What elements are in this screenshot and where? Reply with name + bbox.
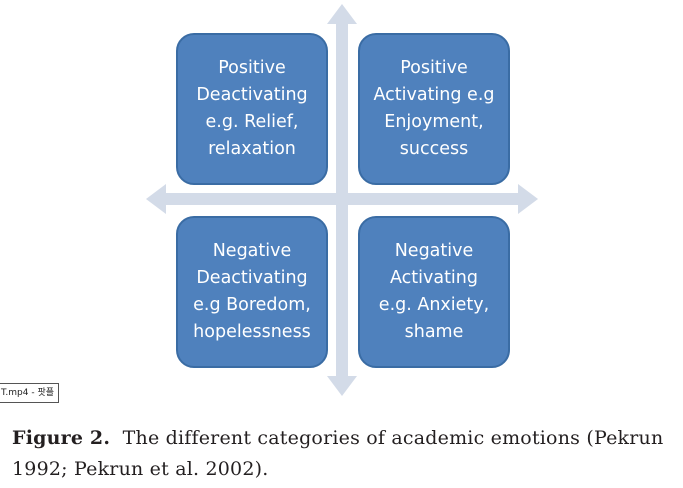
- figure-label: Figure 2.: [12, 427, 111, 449]
- quadrant-positive-deactivating: Positive Deactivating e.g. Relief, relax…: [176, 33, 328, 185]
- quadrant-text-line: Negative: [394, 241, 474, 261]
- quadrant-negative-deactivating: Negative Deactivating e.g Boredom, hopel…: [176, 216, 328, 368]
- horizontal-axis: [164, 193, 520, 205]
- axis-arrow-down: [327, 376, 357, 396]
- quadrant-axes: [146, 4, 538, 396]
- quadrant-text-line: Positive: [400, 58, 468, 78]
- quadrant-negative-activating: Negative Activating e.g. Anxiety, shame: [358, 216, 510, 368]
- quadrant-text-line: Activating: [389, 268, 478, 288]
- quadrant-positive-activating: Positive Activating e.g Enjoyment, succe…: [358, 33, 510, 185]
- quadrant-text-line: e.g. Relief,: [205, 112, 299, 132]
- quadrant-text-line: Deactivating: [196, 85, 308, 105]
- media-player-tab-label[interactable]: T.mp4 - 팟플: [0, 383, 60, 403]
- quadrant-text-line: relaxation: [208, 139, 296, 159]
- quadrant-text-line: Positive: [218, 58, 286, 78]
- figure-caption-text: The different categories of academic emo…: [12, 427, 664, 480]
- quadrant-text-line: e.g. Anxiety,: [378, 295, 490, 315]
- quadrant-text-line: shame: [404, 322, 464, 342]
- axis-arrow-up: [327, 4, 357, 24]
- quadrant-text-line: hopelessness: [193, 322, 311, 342]
- figure-caption: Figure 2. The different categories of ac…: [12, 423, 672, 485]
- quadrant-text-line: Negative: [212, 241, 292, 261]
- quadrant-text-line: success: [399, 139, 469, 159]
- quadrant-text-line: e.g Boredom,: [193, 295, 311, 315]
- axis-arrow-left: [146, 184, 166, 214]
- quadrant-text-line: Enjoyment,: [384, 112, 484, 132]
- quadrant-text-line: Deactivating: [196, 268, 308, 288]
- axis-arrow-right: [518, 184, 538, 214]
- quadrant-text-line: Activating e.g: [373, 85, 495, 105]
